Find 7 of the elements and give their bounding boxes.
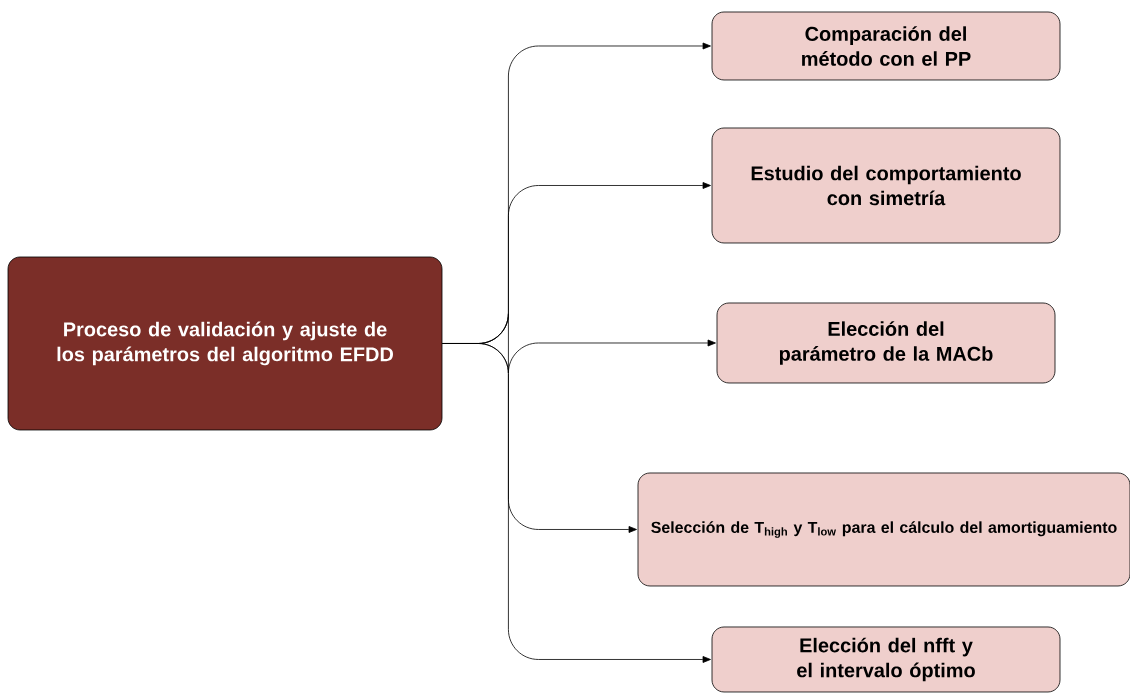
topic-box: Elección del nfft y el intervalo óptimo: [711, 626, 1061, 693]
topic-box: Comparación del método con el PP: [711, 11, 1061, 81]
topic-box: Selección de T$_{high}$ y T$_{low}$ para el cálculo del amortiguamiento: [637, 472, 1130, 587]
topic-box: Estudio del comportamiento con simetría: [711, 127, 1061, 244]
title-box: Proceso de validación y ajuste de los parámetros del algoritmo EFDD: [7, 256, 443, 431]
arrow: [442, 343, 711, 663]
topic-box: Elección del parámetro de la MACb: [716, 302, 1056, 384]
